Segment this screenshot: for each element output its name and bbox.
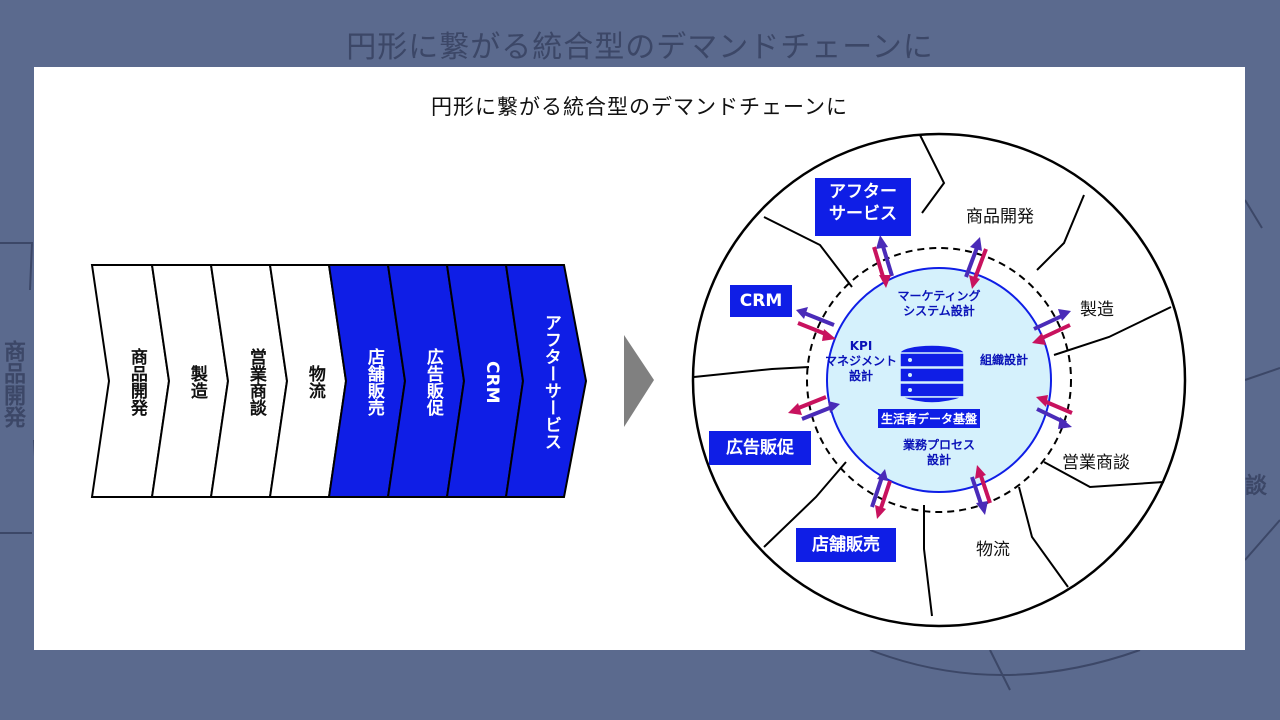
chain-label-store-sales: 店舗販売 [363,348,384,416]
box-after-service-line2: サービス [829,204,897,225]
inner-kpi-line3: 設計 [848,369,873,383]
box-store-sales: 店舗販売 [796,528,896,562]
chain-label-crm: CRM [481,360,502,404]
segment-sales: 営業商談 [1062,453,1130,473]
segment-manufacturing: 製造 [1080,300,1114,320]
inner-org-design: 組織設計 [979,353,1028,367]
inner-marketing-system: マーケティング システム設計 [884,289,994,319]
database-icon [899,344,965,404]
chain-label-product-dev: 商品開発 [126,348,147,416]
diagram-canvas [90,132,1187,628]
segment-logistics: 物流 [976,540,1010,560]
inner-process-line1: 業務プロセス [902,438,975,452]
inner-process-line2: 設計 [926,453,951,467]
chain-label-after-service: アフターサービス [540,314,561,450]
box-ad-promo: 広告販促 [709,431,811,465]
chain-label-manufacturing: 製造 [186,365,207,399]
inner-kpi-line1: KPI [849,339,873,353]
box-after-service: アフター サービス [815,178,911,236]
background-right-text: 談 [1245,474,1268,499]
inner-kpi-management: KPI マネジメント 設計 [820,339,902,384]
linear-chain [90,264,588,498]
box-crm: CRM [730,285,792,317]
segment-product-dev: 商品開発 [966,207,1034,227]
inner-business-process: 業務プロセス 設計 [884,438,994,468]
inner-kpi-line2: マネジメント [824,354,897,368]
inner-marketing-line2: システム設計 [903,304,975,318]
slide: 円形に繋がる統合型のデマンドチェーンに [34,67,1245,650]
slide-title: 円形に繋がる統合型のデマンドチェーンに [431,95,848,119]
chevron-after-service [504,264,588,498]
exchange-arrows [788,235,1073,519]
inner-data-base: 生活者データ基盤 [878,409,981,428]
chain-label-sales: 営業商談 [245,348,266,416]
chain-label-ad-promo: 広告販促 [422,348,443,416]
inner-marketing-line1: マーケティング [897,289,981,303]
background-title: 円形に繋がる統合型のデマンドチェーンに [346,30,934,65]
circle-diagram [691,132,1187,628]
box-after-service-line1: アフター [829,182,897,202]
chain-label-logistics: 物流 [304,365,325,399]
background-left-text: 商品開発 [0,340,25,428]
transition-arrow-icon [624,335,654,427]
